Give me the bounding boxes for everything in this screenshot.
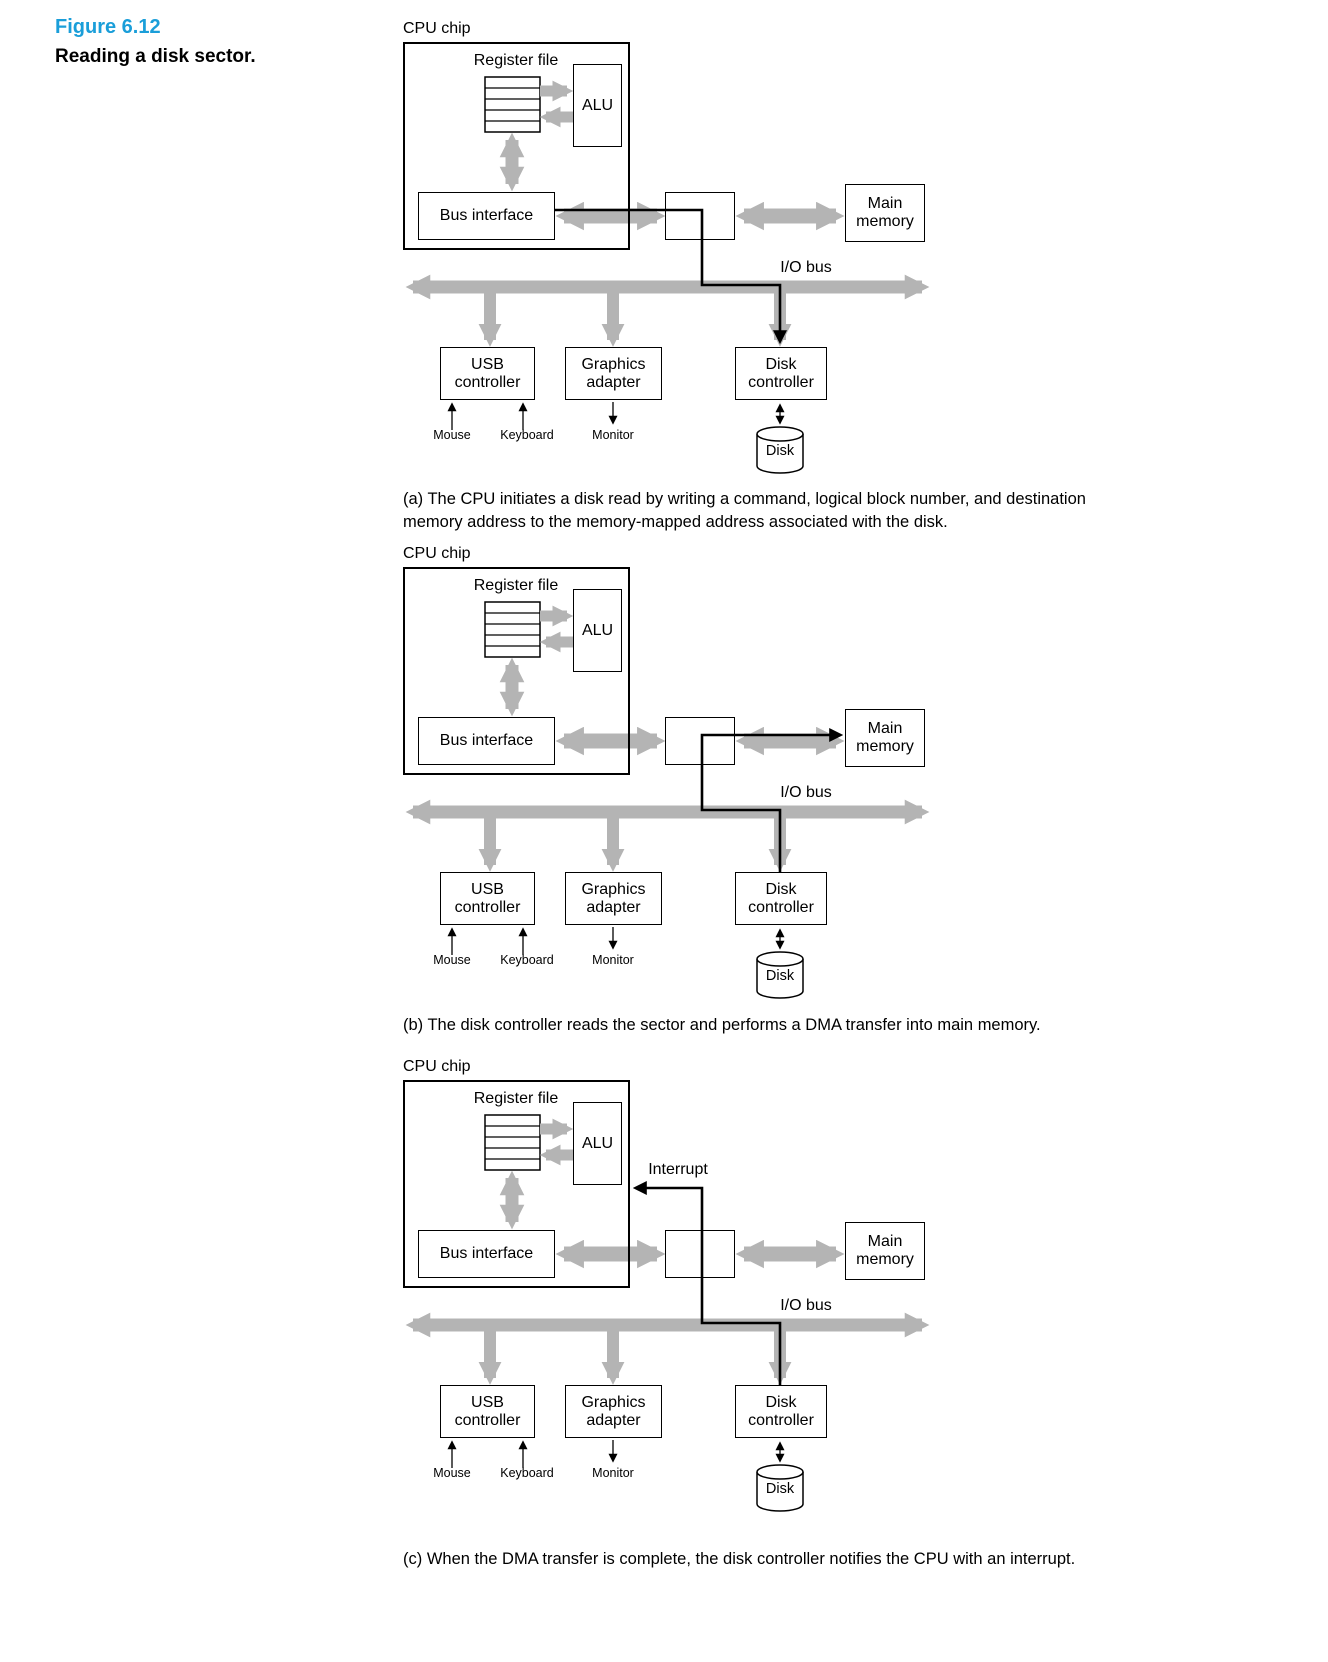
- mouse-label: Mouse: [433, 428, 471, 442]
- disk-controller-box: Disk controller: [735, 1385, 827, 1438]
- panel-a-diagram: [400, 20, 945, 485]
- cpu-chip-label: CPU chip: [403, 1058, 471, 1075]
- cpu-chip-box: [403, 42, 630, 250]
- usb-controller-box: USB controller: [440, 1385, 535, 1438]
- main-memory-box: Main memory: [845, 1222, 925, 1280]
- caption-c: (c) When the DMA transfer is complete, t…: [403, 1550, 1076, 1568]
- panel-a: CPU chip Register file ALU Bus interface…: [400, 20, 945, 485]
- io-bus-label: I/O bus: [780, 1297, 832, 1314]
- alu-box: ALU: [573, 589, 622, 672]
- mouse-label: Mouse: [433, 953, 471, 967]
- graphics-adapter-box: Graphics adapter: [565, 1385, 662, 1438]
- keyboard-label: Keyboard: [500, 1466, 554, 1480]
- main-memory-box: Main memory: [845, 184, 925, 242]
- cpu-chip-label: CPU chip: [403, 545, 471, 562]
- main-memory-box: Main memory: [845, 709, 925, 767]
- alu-box: ALU: [573, 64, 622, 147]
- panel-c-diagram: [400, 1058, 945, 1523]
- disk-label: Disk: [765, 443, 795, 459]
- monitor-label: Monitor: [592, 1466, 634, 1480]
- alu-box: ALU: [573, 1102, 622, 1185]
- io-bus-label: I/O bus: [780, 259, 832, 276]
- panel-c: CPU chip Register file ALU Interrupt Bus…: [400, 1058, 945, 1523]
- panel-b: CPU chip Register file ALU Bus interface…: [400, 545, 945, 1010]
- interrupt-path: [632, 1181, 782, 1385]
- disk-label: Disk: [765, 1481, 795, 1497]
- monitor-label: Monitor: [592, 953, 634, 967]
- usb-controller-box: USB controller: [440, 347, 535, 400]
- io-bridge-box: [665, 192, 735, 240]
- register-file-label: Register file: [473, 52, 559, 69]
- cpu-chip-box: [403, 1080, 630, 1288]
- cpu-command-write-path: [555, 208, 787, 345]
- io-bridge-box: [665, 1230, 735, 1278]
- cpu-chip-box: [403, 567, 630, 775]
- graphics-adapter-box: Graphics adapter: [565, 872, 662, 925]
- caption-b: (b) The disk controller reads the sector…: [403, 1016, 1041, 1034]
- keyboard-label: Keyboard: [500, 953, 554, 967]
- panel-b-diagram: [400, 545, 945, 1010]
- bus-interface-box: Bus interface: [418, 192, 555, 240]
- figure-title: Reading a disk sector.: [55, 46, 256, 67]
- interrupt-label: Interrupt: [648, 1161, 708, 1178]
- bus-interface-box: Bus interface: [418, 717, 555, 765]
- cpu-chip-label: CPU chip: [403, 20, 471, 37]
- disk-controller-box: Disk controller: [735, 347, 827, 400]
- monitor-label: Monitor: [592, 428, 634, 442]
- caption-a: (a) The CPU initiates a disk read by wri…: [403, 490, 1086, 531]
- figure-header: Figure 6.12 Reading a disk sector.: [55, 16, 256, 68]
- usb-controller-box: USB controller: [440, 872, 535, 925]
- disk-label: Disk: [765, 968, 795, 984]
- io-bus-label: I/O bus: [780, 784, 832, 801]
- figure-number: Figure 6.12: [55, 16, 161, 38]
- register-file-label: Register file: [473, 577, 559, 594]
- register-file-label: Register file: [473, 1090, 559, 1107]
- graphics-adapter-box: Graphics adapter: [565, 347, 662, 400]
- keyboard-label: Keyboard: [500, 428, 554, 442]
- mouse-label: Mouse: [433, 1466, 471, 1480]
- dma-transfer-path: [700, 728, 844, 872]
- disk-controller-box: Disk controller: [735, 872, 827, 925]
- bus-interface-box: Bus interface: [418, 1230, 555, 1278]
- io-bridge-box: [665, 717, 735, 765]
